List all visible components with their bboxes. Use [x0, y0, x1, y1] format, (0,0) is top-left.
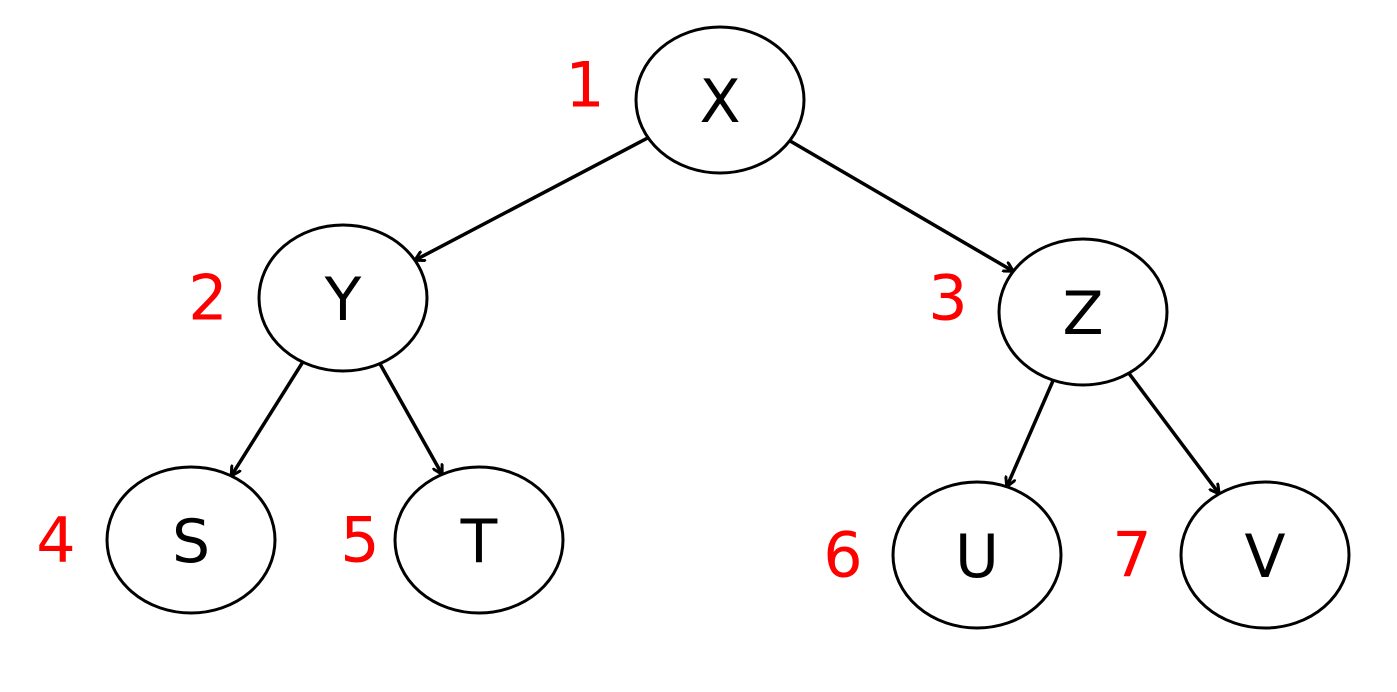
node-x: X [634, 25, 806, 175]
edge-y-to-s-arrow [229, 360, 305, 478]
node-v-ellipse [1179, 480, 1351, 630]
node-x-ellipse [634, 25, 806, 175]
order-number-5: 5 [340, 504, 379, 577]
node-s-label: S [172, 507, 210, 577]
node-u-label: U [955, 522, 999, 592]
edges-layer [229, 136, 1221, 496]
node-u: U [891, 480, 1063, 630]
node-t: T [393, 465, 565, 615]
node-y: Y [257, 223, 429, 373]
node-u-ellipse [891, 480, 1063, 630]
order-number-2: 2 [188, 262, 227, 335]
edge-z-to-u-arrow [1007, 378, 1055, 489]
node-y-ellipse [257, 223, 429, 373]
node-y-label: Y [324, 265, 362, 335]
order-number-3: 3 [928, 262, 967, 335]
order-number-4: 4 [36, 504, 75, 577]
node-s-ellipse [105, 465, 277, 615]
node-z-label: Z [1062, 279, 1103, 349]
node-z-ellipse [997, 237, 1169, 387]
edge-x-to-y-arrow [413, 136, 650, 262]
edge-z-to-v-arrow [1127, 371, 1221, 496]
edge-y-to-t-arrow [378, 361, 444, 477]
node-x-label: X [699, 67, 740, 137]
nodes-layer: X Y Z S T U V [105, 25, 1351, 630]
node-v-label: V [1244, 522, 1285, 592]
order-labels-layer: 1 2 3 4 5 6 7 [36, 49, 1151, 592]
node-t-label: T [460, 507, 498, 577]
node-t-ellipse [393, 465, 565, 615]
order-number-6: 6 [823, 519, 862, 592]
order-number-7: 7 [1112, 519, 1151, 592]
order-number-1: 1 [565, 49, 604, 122]
node-z: Z [997, 237, 1169, 387]
edge-x-to-z-arrow [787, 138, 1016, 274]
node-v: V [1179, 480, 1351, 630]
node-s: S [105, 465, 277, 615]
